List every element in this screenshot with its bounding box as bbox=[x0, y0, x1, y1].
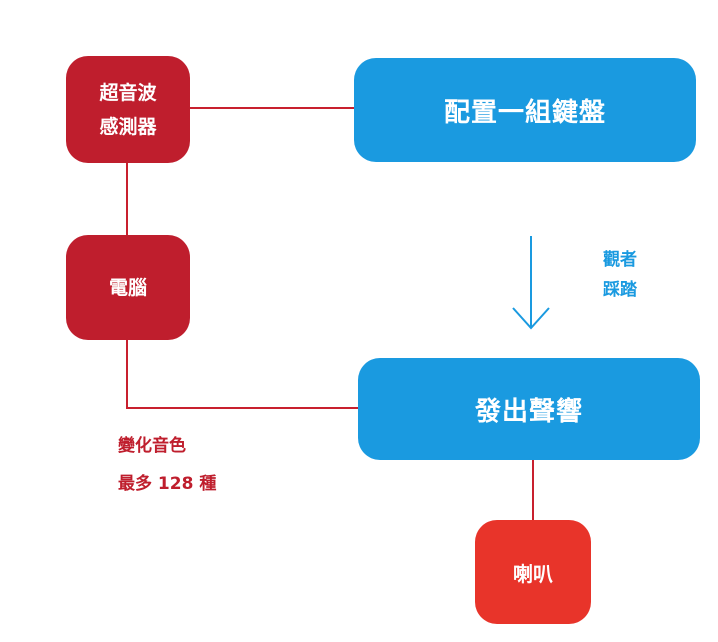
configure-keyboard-node: 配置一組鍵盤 bbox=[354, 58, 696, 162]
speaker-node: 喇叭 bbox=[475, 520, 591, 624]
make-sound-label: 發出聲響 bbox=[474, 396, 583, 427]
speaker-label: 喇叭 bbox=[513, 561, 553, 586]
connector-computer-sound bbox=[126, 340, 358, 409]
computer-label: 電腦 bbox=[108, 276, 147, 299]
make-sound-node: 發出聲響 bbox=[358, 358, 700, 460]
ultrasonic-sensor-label: 超音波 感測器 bbox=[99, 81, 157, 138]
down-arrow-icon bbox=[512, 236, 550, 330]
computer-node: 電腦 bbox=[66, 235, 190, 340]
configure-keyboard-label: 配置一組鍵盤 bbox=[443, 97, 606, 128]
tones-note: 變化音色 最多 128 種 bbox=[118, 436, 217, 494]
audience-step-note: 觀者 踩踏 bbox=[603, 250, 637, 300]
ultrasonic-sensor-node: 超音波 感測器 bbox=[66, 56, 190, 163]
